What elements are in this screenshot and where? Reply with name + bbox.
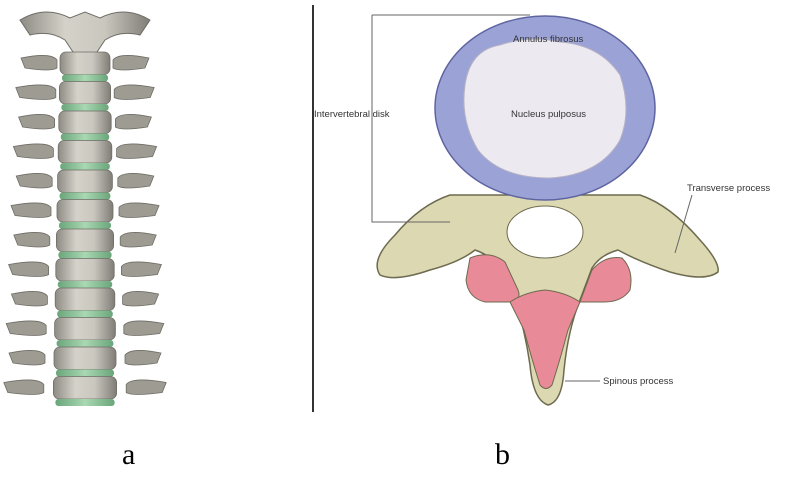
vertebral-body	[59, 111, 111, 134]
vertebral-body	[55, 318, 116, 341]
panel-a-caption: a	[122, 438, 135, 472]
spinal-column-illustration	[0, 0, 170, 415]
vertebral-body	[54, 347, 116, 370]
intervertebral-disc	[58, 252, 111, 259]
vertebral-body	[60, 52, 110, 75]
intervertebral-disc	[59, 222, 111, 229]
intervertebral-disc	[60, 163, 110, 170]
vertebral-foramen	[507, 206, 583, 258]
vertebra-cross-section-diagram: Annulus fibrosus Nucleus pulposus Interv…	[300, 0, 785, 415]
disk-label: Intervertebral disk	[314, 109, 390, 120]
vertebral-column	[4, 52, 166, 406]
vertebral-body	[58, 141, 112, 164]
intervertebral-disc	[60, 193, 111, 200]
intervertebral-disc	[61, 104, 108, 111]
vertebral-body	[59, 82, 110, 105]
atlas-vertebra	[20, 12, 150, 55]
vertebral-body	[58, 170, 113, 193]
transverse-process-label: Transverse process	[687, 183, 770, 194]
nucleus-label: Nucleus pulposus	[511, 109, 586, 120]
intervertebral-disc	[62, 75, 108, 82]
vertebral-body	[56, 229, 113, 252]
intervertebral-disc	[56, 370, 114, 377]
spinous-process-label: Spinous process	[603, 376, 673, 387]
annulus-label: Annulus fibrosus	[513, 34, 583, 45]
vertebral-body	[55, 288, 115, 311]
panel-b-caption: b	[495, 438, 510, 472]
intervertebral-disc	[61, 134, 109, 141]
intervertebral-disc	[58, 281, 112, 288]
intervertebral-disc	[57, 311, 113, 318]
intervertebral-disc	[57, 340, 114, 347]
intervertebral-disc	[55, 399, 114, 406]
vertebral-body	[56, 259, 114, 282]
vertebral-body	[53, 377, 116, 400]
vertebral-body	[57, 200, 113, 223]
